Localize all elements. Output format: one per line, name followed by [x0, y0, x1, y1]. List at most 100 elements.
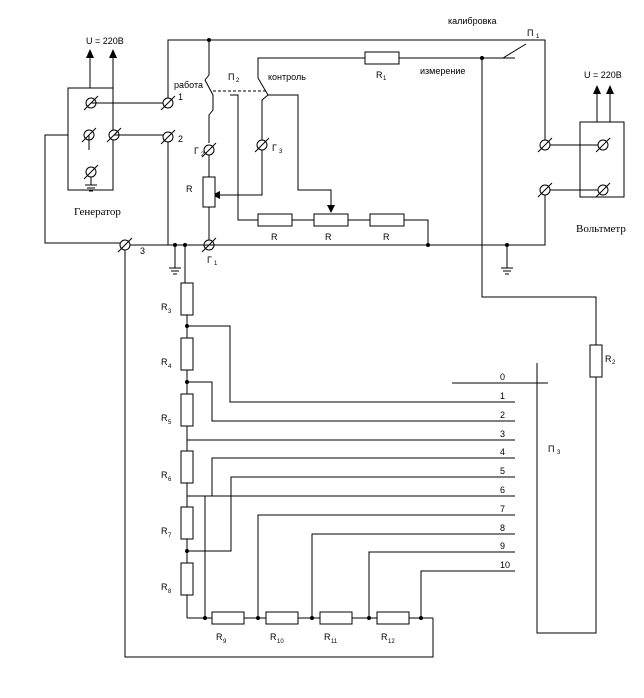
position-label: 4 [500, 447, 505, 457]
p3-label: П [548, 444, 554, 454]
resistor-chain-sub: 3 [168, 309, 172, 315]
voltmeter-box [579, 121, 625, 198]
svg-text:1: 1 [214, 261, 218, 267]
resistor-r-bottom [257, 213, 293, 227]
svg-text:R: R [271, 232, 278, 242]
position-label: 3 [500, 429, 505, 439]
switch-p2: П 2 контроль [204, 72, 306, 96]
terminal-3 [117, 237, 133, 253]
svg-text:1: 1 [383, 76, 387, 82]
svg-text:3: 3 [557, 450, 561, 456]
voltmeter-input-terminal [537, 137, 553, 153]
position-wire [311, 533, 515, 618]
resistor-chain-sub: 4 [168, 364, 172, 370]
switch-p1: П 1 [502, 28, 546, 140]
position-wire [204, 495, 515, 618]
resistor-row-item [265, 611, 299, 625]
resistor-row-sub: 11 [331, 639, 338, 645]
position-label: 8 [500, 523, 505, 533]
resistor-chain-item [180, 337, 194, 371]
svg-text:3: 3 [279, 149, 283, 155]
position-label: 9 [500, 541, 505, 551]
resistor-r-pot-label: R [186, 184, 193, 194]
svg-text:Г: Г [272, 143, 277, 153]
resistor-r1-label: R [376, 70, 383, 80]
terminal-2 [160, 129, 176, 145]
resistor-r2-label: R [605, 354, 612, 364]
resistor-chain-sub: 7 [168, 533, 172, 539]
supply-arrow-icon [593, 85, 601, 94]
position-label: 10 [500, 560, 510, 570]
resistor-r2 [589, 344, 603, 378]
terminal-2-label: 2 [178, 134, 183, 144]
supply-arrow-icon [109, 49, 117, 58]
generator: U = 220В Генератор [67, 36, 124, 218]
position-label: 0 [500, 372, 505, 382]
position-label: 6 [500, 485, 505, 495]
generator-caption: Генератор [74, 206, 121, 218]
generator-terminal [83, 164, 99, 180]
svg-text:2: 2 [201, 152, 205, 158]
resistor-chain-label: R [161, 413, 168, 423]
svg-text:R: R [383, 232, 390, 242]
terminal-3-label: 3 [140, 246, 145, 256]
resistor-chain-label: R [161, 582, 168, 592]
p2-label: П [228, 72, 234, 82]
position-label: 2 [500, 410, 505, 420]
position-label: 7 [500, 504, 505, 514]
resistor-row-sub: 12 [388, 639, 395, 645]
svg-text:R: R [325, 232, 332, 242]
resistor-row-sub: 9 [223, 639, 227, 645]
svg-text:2: 2 [612, 360, 616, 366]
voltmeter: U = 220В Вольтметр [537, 70, 626, 235]
svg-text:1: 1 [536, 34, 540, 40]
position-wire [187, 381, 515, 422]
measurement-label: измерение [420, 66, 465, 76]
resistor-r-pot [202, 176, 216, 208]
svg-text:Г: Г [194, 146, 199, 156]
supply-arrow-icon [86, 49, 94, 58]
resistor-row-item [211, 611, 245, 625]
terminal-1 [160, 95, 176, 111]
resistor-row-label: R [270, 632, 277, 642]
svg-text:Г: Г [207, 255, 212, 265]
switch-p3-positions: 0 1 2 3 4 5 6 7 8 9 10 [185, 324, 515, 620]
resistor-chain-item [180, 562, 194, 596]
resistor-chain-item [180, 450, 194, 484]
resistor-r1 [364, 51, 400, 65]
resistor-chain-label: R [161, 526, 168, 536]
resistor-chain-label: R [161, 357, 168, 367]
svg-text:2: 2 [236, 78, 240, 84]
generator-supply-label: U = 220В [86, 36, 124, 46]
voltmeter-supply-label: U = 220В [584, 70, 622, 80]
switch-g3 [254, 137, 270, 153]
resistor-chain-sub: 5 [168, 420, 172, 426]
resistor-chain-item [180, 506, 194, 540]
resistor-row-item [319, 611, 353, 625]
position-wire [257, 514, 515, 618]
position-wire [187, 325, 515, 403]
supply-arrow-icon [606, 85, 614, 94]
resistor-chain-item [180, 393, 194, 427]
position-label: 5 [500, 466, 505, 476]
resistor-r-bottom [313, 213, 349, 227]
resistor-chain-label: R [161, 470, 168, 480]
voltmeter-input-terminal [537, 182, 553, 198]
terminal-1-label: 1 [178, 92, 183, 102]
position-wire [187, 476, 515, 552]
position-label: 1 [500, 391, 505, 401]
resistor-chain-sub: 6 [168, 477, 172, 483]
resistor-row-label: R [324, 632, 331, 642]
resistor-row-item [376, 611, 410, 625]
resistor-chain-item [180, 282, 194, 316]
resistor-chain-label: R [161, 302, 168, 312]
position-wire [420, 570, 515, 618]
pot-wiper-arrow-icon [212, 191, 220, 199]
resistor-row-sub: 10 [277, 639, 284, 645]
resistor-row-label: R [216, 632, 223, 642]
svg-text:П: П [527, 28, 533, 38]
pot-wiper-arrow-icon [327, 205, 335, 213]
